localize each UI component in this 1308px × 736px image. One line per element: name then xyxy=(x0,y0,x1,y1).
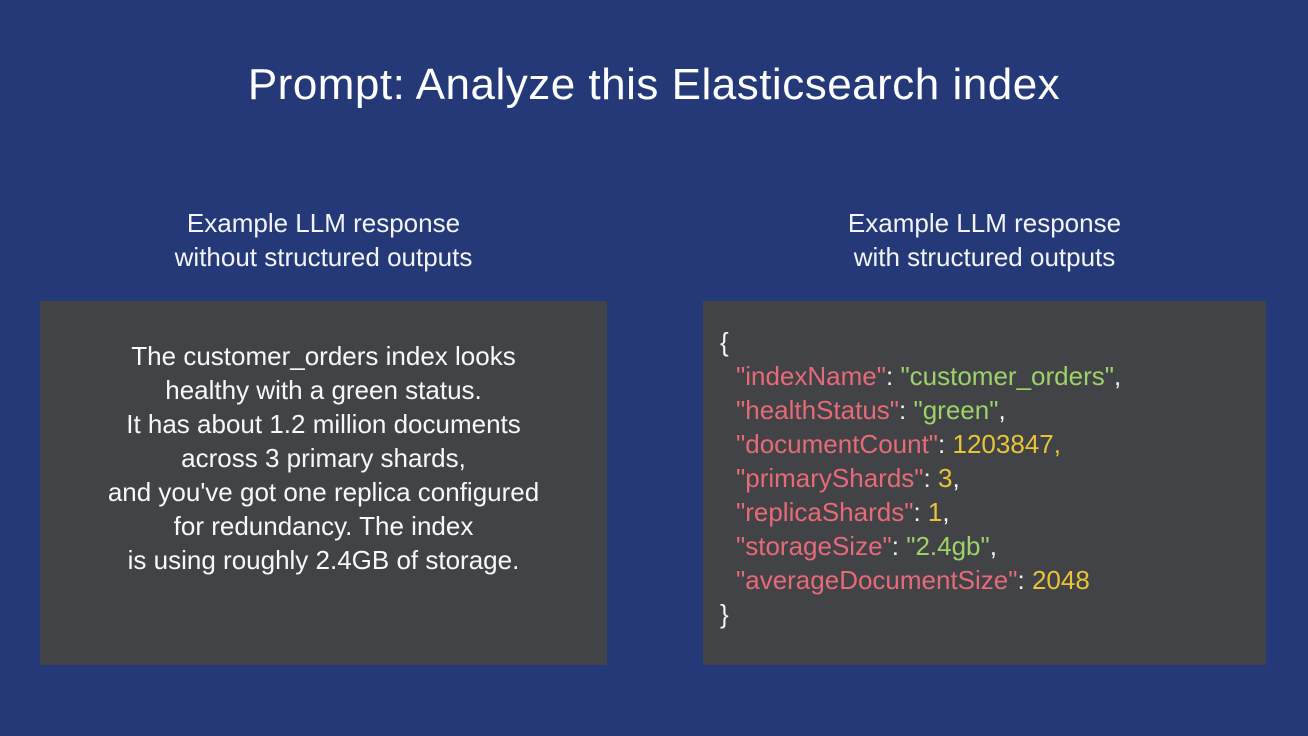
body-line: healthy with a green status. xyxy=(165,375,482,405)
json-key: "documentCount" xyxy=(736,429,939,459)
right-column-header: Example LLM response with structured out… xyxy=(703,206,1266,274)
json-open-brace: { xyxy=(720,327,729,357)
code-line: "replicaShards": 1, xyxy=(720,495,1256,529)
json-comma: , xyxy=(998,395,1006,425)
left-header-line2: without structured outputs xyxy=(174,242,473,272)
code-line: "storageSize": "2.4gb", xyxy=(720,529,1256,563)
json-key: "averageDocumentSize" xyxy=(736,565,1018,595)
json-comma: , xyxy=(952,463,960,493)
json-comma: , xyxy=(989,531,997,561)
json-colon: : xyxy=(923,463,938,493)
body-line: is using roughly 2.4GB of storage. xyxy=(127,545,520,575)
json-colon: : xyxy=(899,395,914,425)
json-colon: : xyxy=(938,429,953,459)
body-line: across 3 primary shards, xyxy=(181,443,466,473)
slide-title: Prompt: Analyze this Elasticsearch index xyxy=(247,60,1061,109)
body-line: It has about 1.2 million documents xyxy=(126,409,521,439)
right-header-line2: with structured outputs xyxy=(853,242,1116,272)
json-value: "customer_orders" xyxy=(900,361,1114,391)
left-column-header: Example LLM response without structured … xyxy=(40,206,607,274)
body-line: and you've got one replica configured xyxy=(107,477,540,507)
left-header-line1: Example LLM response xyxy=(186,208,461,238)
code-line: "healthStatus": "green", xyxy=(720,393,1256,427)
right-header-line1: Example LLM response xyxy=(847,208,1122,238)
body-line: for redundancy. The index xyxy=(173,511,474,541)
json-value: 3 xyxy=(937,463,953,493)
json-value: 2048 xyxy=(1031,565,1090,595)
json-key: "indexName" xyxy=(736,361,886,391)
json-value: 1 xyxy=(927,497,943,527)
json-colon: : xyxy=(1017,565,1032,595)
json-key: "storageSize" xyxy=(736,531,892,561)
unstructured-response-panel: The customer_orders index looks healthy … xyxy=(40,301,607,665)
json-comma: , xyxy=(1113,361,1122,391)
json-colon: : xyxy=(885,361,901,391)
code-line: "indexName": "customer_orders", xyxy=(720,359,1256,393)
code-line: "primaryShards": 3, xyxy=(720,461,1256,495)
code-line: { xyxy=(720,325,1256,359)
body-line: The customer_orders index looks xyxy=(131,341,516,371)
json-close-brace: } xyxy=(720,599,729,629)
structured-response-panel: { "indexName": "customer_orders", "healt… xyxy=(703,301,1266,665)
json-value: "2.4gb" xyxy=(906,531,990,561)
json-colon: : xyxy=(913,497,928,527)
code-line: "documentCount": 1203847, xyxy=(720,427,1256,461)
json-key: "healthStatus" xyxy=(736,395,900,425)
json-comma: , xyxy=(942,497,950,527)
json-colon: : xyxy=(891,531,907,561)
code-line: } xyxy=(720,597,1256,631)
json-key: "primaryShards" xyxy=(736,463,924,493)
code-line: "averageDocumentSize": 2048 xyxy=(720,563,1256,597)
json-value: 1203847, xyxy=(952,429,1061,459)
json-key: "replicaShards" xyxy=(736,497,914,527)
json-value: "green" xyxy=(913,395,999,425)
